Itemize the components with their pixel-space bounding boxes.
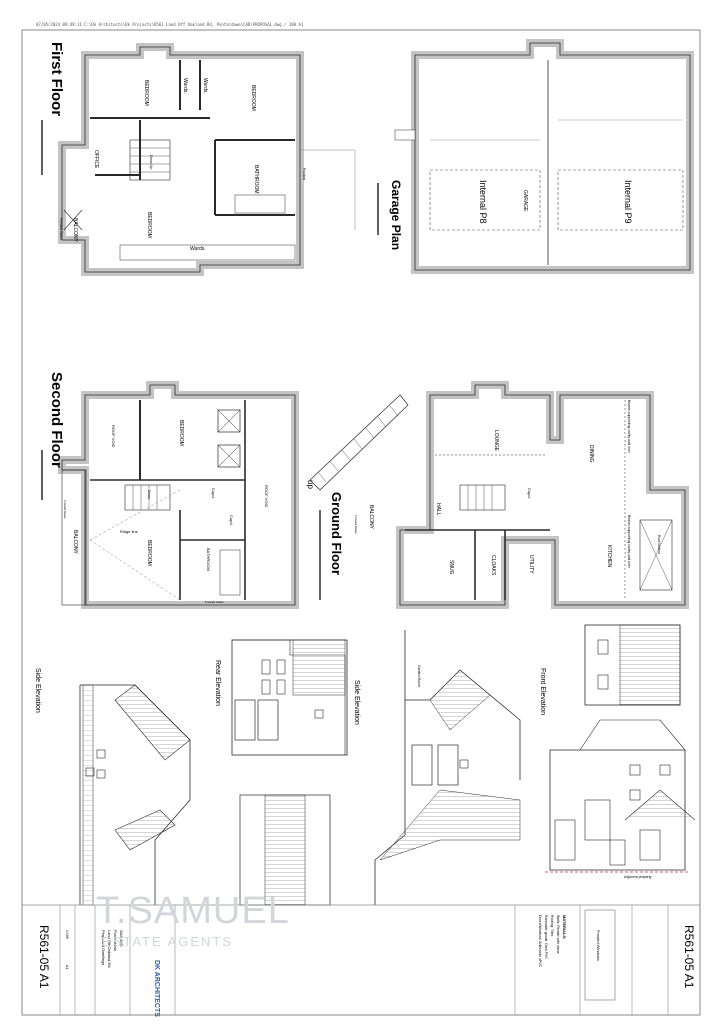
gf-room-4: Cupd. [527, 488, 532, 499]
size-label: A1 [65, 965, 69, 969]
ff-room-5: OFFICE [93, 150, 99, 169]
garage-plan-title: Garage Plan [389, 180, 403, 250]
gf-beam-2: Beams supporting cavity wall over [627, 515, 631, 569]
rear-elevation-title: Rear Elevation [214, 660, 221, 706]
side-elevation-left: Side Elevation [34, 668, 191, 906]
gf-room-8: KITCHEN [606, 545, 612, 567]
sf-room-9: Ridge line [120, 529, 139, 534]
sf-room-10: Frosted Glass [63, 500, 67, 519]
gf-room-5: SNUG [448, 560, 454, 575]
second-floor-plan: Second Floor ROOF VOID BEDROOM ROOF VOID… [48, 372, 299, 609]
sf-room-8: BALCONY [72, 530, 78, 555]
watermark-name: T.SAMUEL [96, 890, 290, 932]
ff-room-6: BATHROOM [253, 165, 259, 194]
rear-elevation: Rear Elevation [214, 639, 348, 906]
ff-room-2: Wards. [182, 78, 188, 94]
garage-plan: Garage Plan GARAGE Internal P8 Internal … [389, 39, 694, 274]
gf-room-6: CLOAKS [490, 555, 496, 576]
gf-room-11: Frosted Glass [354, 515, 358, 534]
sf-room-11: Frosted Glass [205, 600, 224, 604]
title-block: R561-05 A1 R561-05 A1 1:100 A1 DK ARCHIT… [22, 904, 700, 1017]
ff-room-3: Wards. [202, 78, 208, 94]
first-floor-plan: First Floor BEDROOM Wards. Wards. BEDROO… [48, 42, 356, 276]
first-floor-title: First Floor [48, 42, 65, 116]
sf-room-2: BEDROOM [178, 420, 184, 446]
material-3: Rainwater goods: Dark PVC [544, 915, 548, 959]
ff-room-7: BEDROOM [146, 212, 152, 238]
estate-agent-watermark: T.SAMUEL ESTATE AGENTS [62, 890, 292, 970]
sf-room-6: BATHROOM [206, 548, 211, 571]
ground-floor-title: Ground Floor [329, 492, 344, 575]
ff-room-9: BALCONY [72, 218, 78, 243]
project-line-4: SA8 4ND [119, 930, 124, 947]
scale-bars [41, 120, 379, 600]
gf-up: up [306, 480, 315, 489]
ff-stair-label: Down Up [149, 155, 153, 169]
project-line-1: Proposed Dwellings [101, 930, 106, 965]
architects-logo: DK ARCHITECTS [153, 960, 160, 1017]
materials-title: MATERIALS: [562, 915, 567, 939]
project-line-2: Land Off Oakland Rd [107, 930, 112, 968]
side-elevation-middle: Side Elevation Garden Room [353, 630, 521, 905]
gf-room-10: BALCONY [368, 505, 374, 530]
material-1: Walls: Render with stone [556, 915, 560, 954]
ff-room-4: BEDROOM [250, 85, 256, 111]
drawing-number-left: R561-05 A1 [37, 925, 51, 989]
sf-room-1: ROOF VOID [111, 425, 116, 448]
material-2: Roofing: Tiles [550, 915, 554, 936]
garage-label: GARAGE [522, 190, 528, 212]
sf-room-7: BEDROOM [146, 540, 152, 566]
gf-room-7: UTILITY [528, 555, 534, 574]
garden-room-label: Garden Room [417, 665, 421, 687]
watermark-tagline: ESTATE AGENTS [102, 934, 233, 949]
project-line-3: Pontardawe [113, 930, 118, 952]
gf-room-9: Roof lantern [657, 535, 661, 554]
material-4: Doors/Windows: Anthracite uPVC [538, 915, 542, 968]
adjacent-label: Adjacent property [624, 875, 652, 879]
sheet-border [21, 29, 701, 1016]
ff-room-11: Frosted [302, 168, 306, 180]
side-elevation-left-title: Side Elevation [34, 668, 41, 713]
file-path-header: 07/05/2024 09:49:11 C:\Dk Architects\Dk … [36, 22, 304, 27]
gf-room-2: DINING [588, 445, 594, 463]
gf-room-3: HALL [435, 503, 441, 516]
frosted-windows-label: Frosted Windows [596, 930, 601, 961]
front-elevation: Front Elevation Adjacent property [539, 624, 696, 879]
ground-floor-plan: Ground Floor up LOUNGE DINING HALL Cupd.… [306, 381, 689, 609]
sf-stair-label: Down [147, 490, 151, 499]
garage-p8: Internal P8 [478, 180, 488, 224]
second-floor-title: Second Floor [48, 372, 65, 468]
garage-p9: Internal P9 [623, 180, 633, 224]
scale-label: 1:100 [65, 930, 69, 939]
ff-room-8: Wards. [190, 246, 206, 252]
gf-room-1: LOUNGE [493, 430, 499, 452]
ff-room-10: Frosted Glass [59, 218, 63, 240]
front-elevation-title: Front Elevation [539, 668, 546, 715]
sf-room-4: Cupd. [211, 488, 216, 499]
sf-room-3: ROOF VOID [264, 485, 269, 508]
drawing-number-right: R561-05 A1 [682, 925, 696, 989]
gf-beam-1: Beams supporting cavity wall over [627, 400, 631, 454]
side-elevation-middle-title: Side Elevation [353, 680, 360, 725]
sf-room-5: Cupd. [229, 515, 234, 526]
ff-room-1: BEDROOM [143, 80, 149, 106]
